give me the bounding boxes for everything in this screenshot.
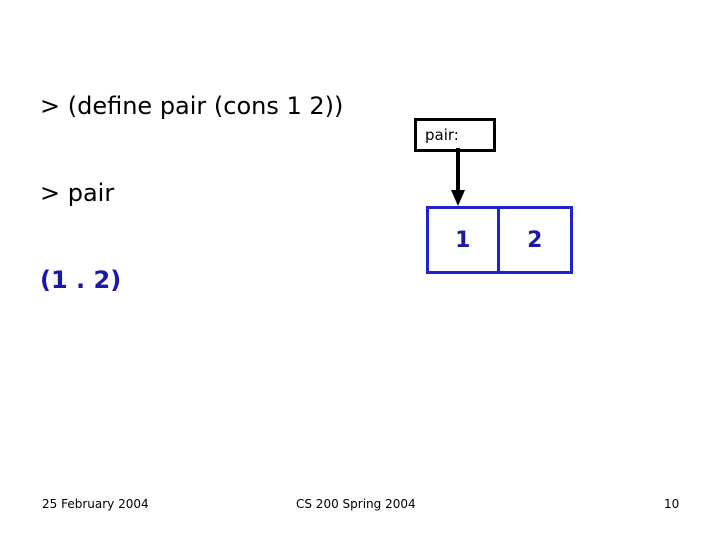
footer-date: 25 February 2004 [42, 497, 149, 511]
pair-label-text: pair: [425, 126, 459, 144]
cons-car-value: 1 [429, 209, 500, 271]
cons-cell: 1 2 [426, 206, 573, 274]
slide-footer: 25 February 2004 CS 200 Spring 2004 10 [0, 495, 720, 515]
code-line-define: > (define pair (cons 1 2)) [40, 92, 344, 120]
cons-cdr-value: 2 [527, 227, 543, 253]
code-line-pair: > pair [40, 179, 115, 207]
code-line-result: (1 . 2) [40, 266, 122, 294]
down-arrow-icon [451, 148, 465, 206]
footer-page-number: 10 [664, 497, 680, 511]
code-block: > (define pair (cons 1 2)) > pair (1 . 2… [40, 34, 343, 353]
pair-label-box: pair: [414, 118, 496, 152]
footer-course: CS 200 Spring 2004 [296, 497, 416, 511]
